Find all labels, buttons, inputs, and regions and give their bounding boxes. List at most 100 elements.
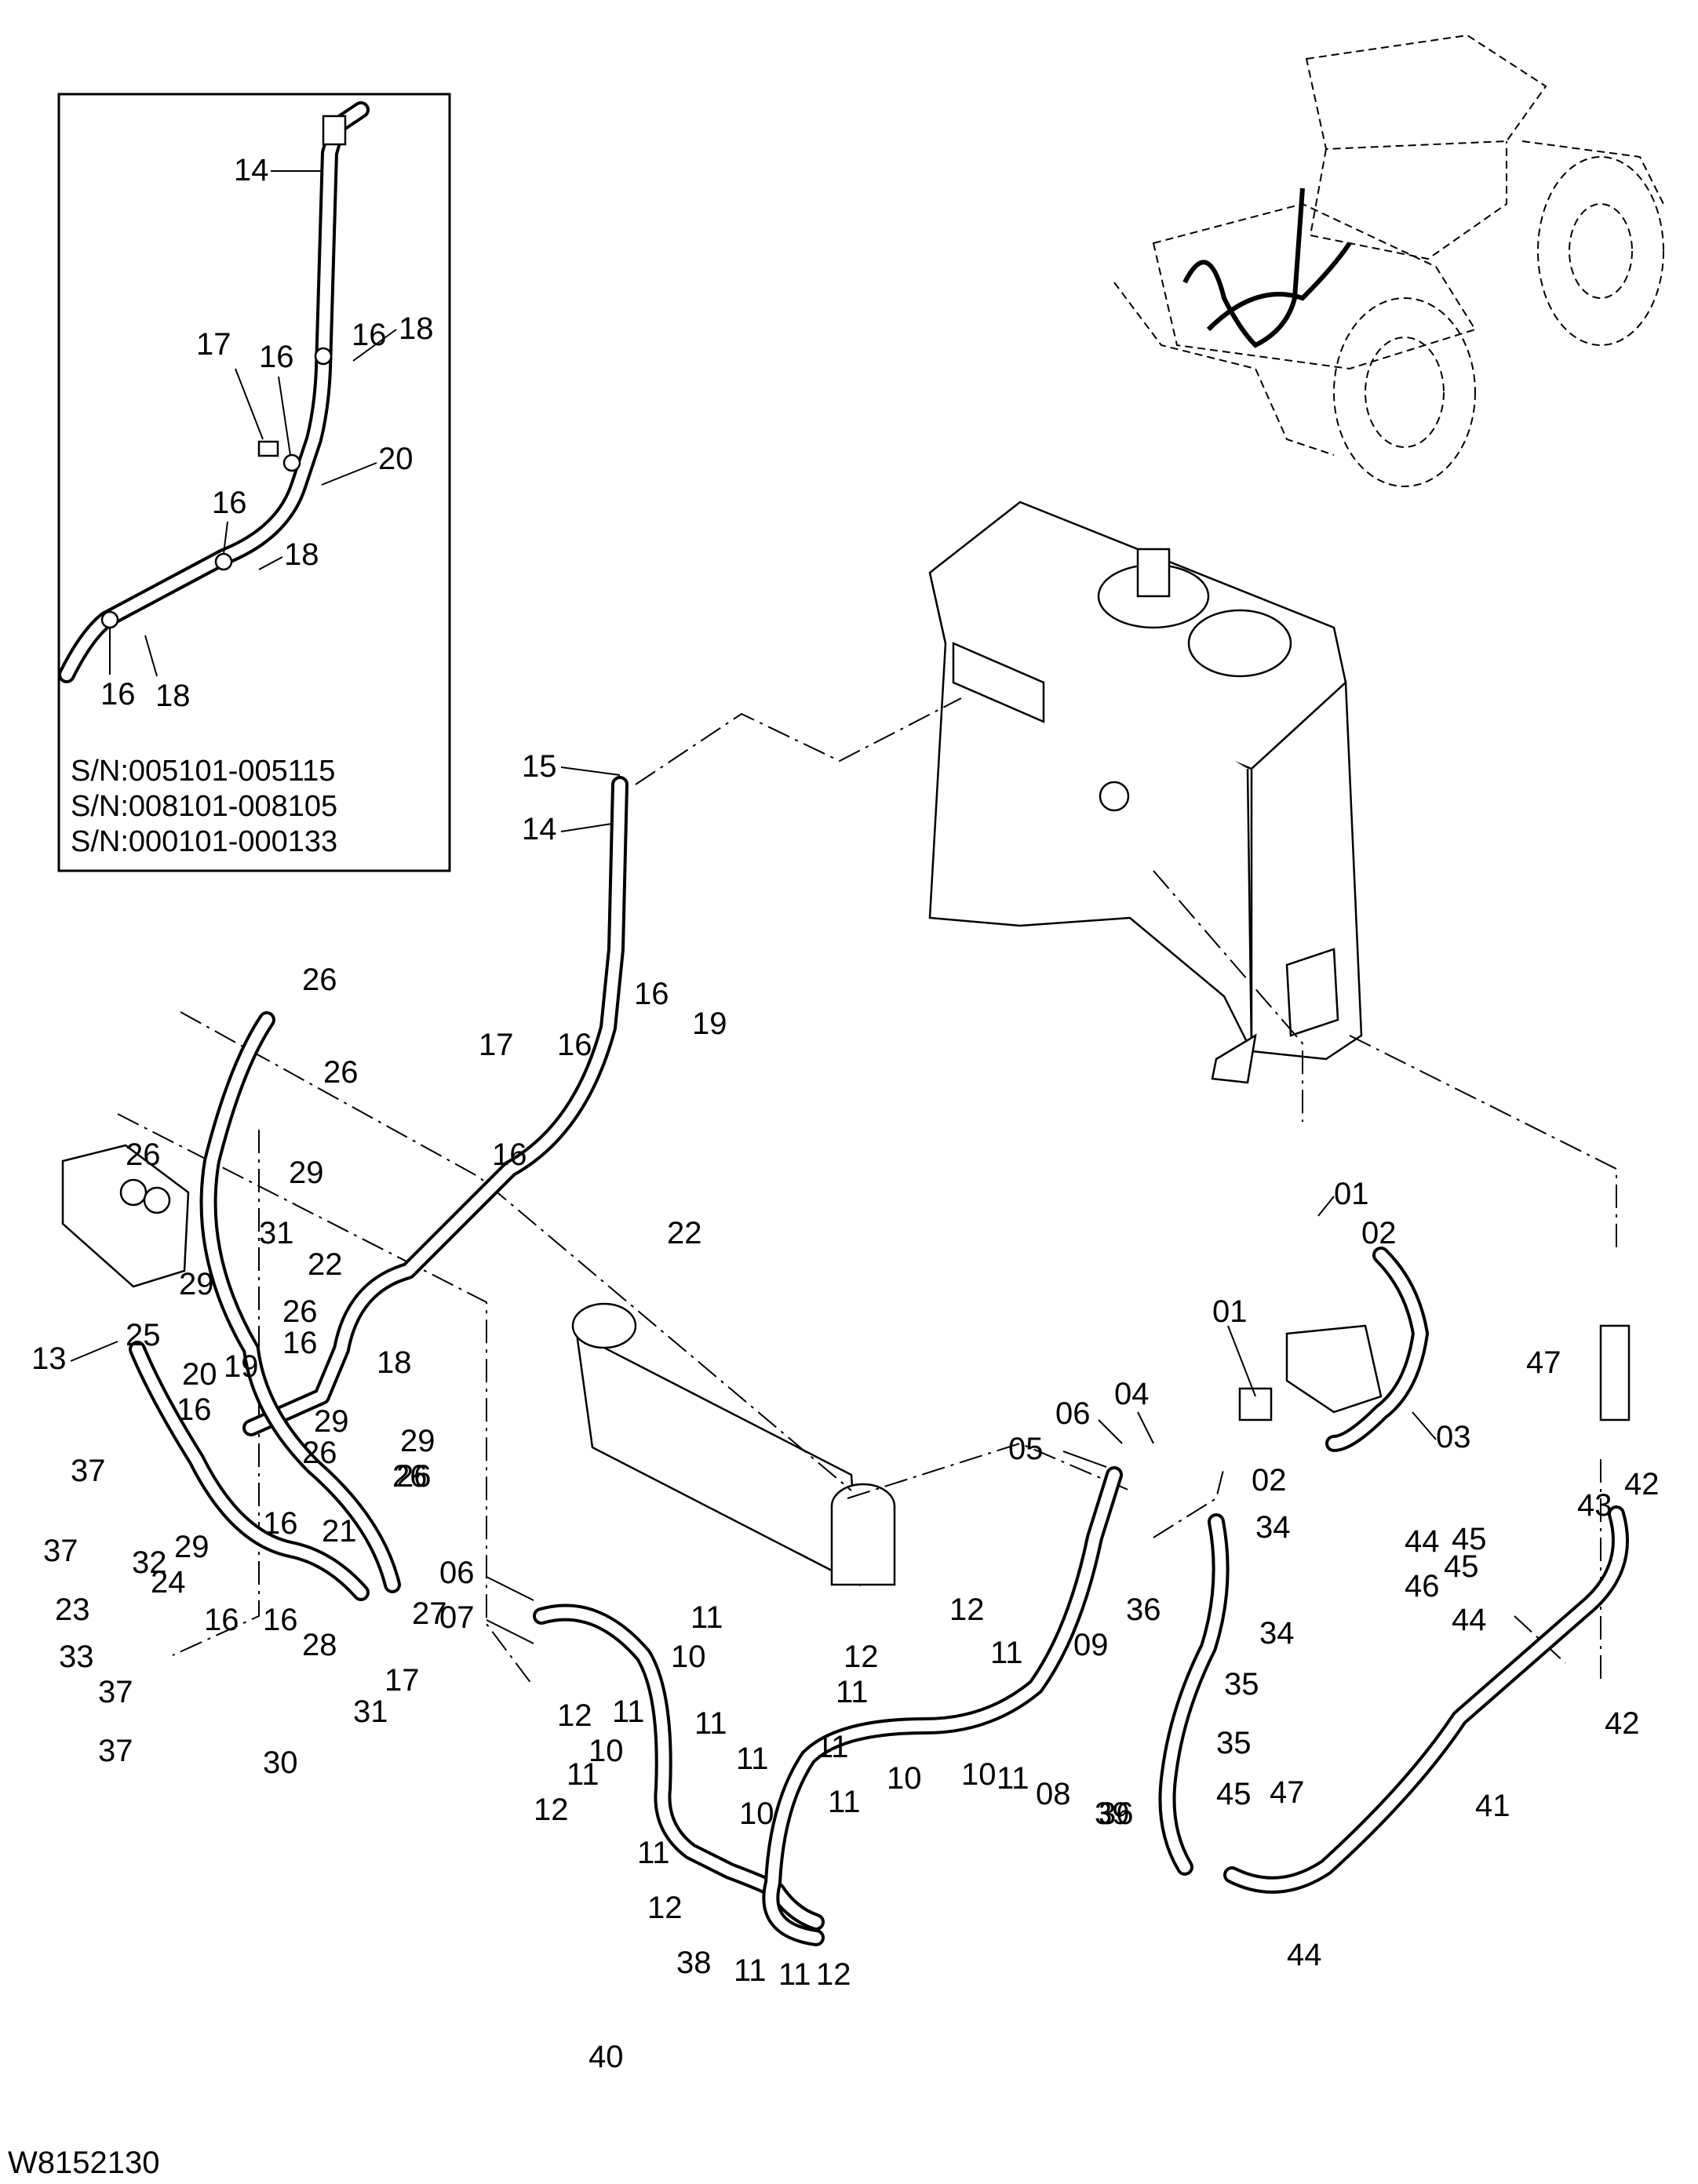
callout: 11 [828, 1785, 861, 1819]
callout: 31 [353, 1694, 388, 1729]
callout: 12 [647, 1891, 683, 1925]
callout: 26 [126, 1138, 161, 1172]
callout: 12 [949, 1592, 985, 1627]
callout: 37 [43, 1534, 78, 1568]
callout: 35 [1224, 1667, 1259, 1702]
callout: 47 [1270, 1775, 1305, 1810]
callout: 11 [734, 1953, 767, 1988]
callout: 03 [1436, 1420, 1471, 1454]
callout: 12 [816, 1957, 851, 1992]
callout: 12 [557, 1698, 592, 1733]
callout: 16 [212, 486, 247, 520]
callout: 11 [637, 1836, 670, 1870]
serial-range: S/N:005101-005115 [71, 755, 335, 788]
callout: 12 [534, 1793, 569, 1827]
callout: 45 [1444, 1549, 1479, 1584]
callout: 11 [612, 1694, 645, 1729]
callout: 11 [990, 1636, 1023, 1670]
callout: 30 [263, 1745, 298, 1780]
callout: 29 [314, 1404, 349, 1439]
callout: 31 [259, 1216, 294, 1250]
callout: 11 [816, 1730, 849, 1764]
callout: 01 [1212, 1294, 1248, 1329]
inset-clamp [282, 453, 301, 472]
callout: 11 [836, 1675, 869, 1709]
callout: 35 [1216, 1726, 1252, 1760]
callout: 32 [132, 1545, 167, 1580]
callout: 02 [1252, 1463, 1287, 1498]
callout: 42 [1624, 1467, 1660, 1502]
callout: 10 [739, 1796, 774, 1831]
callout: 13 [31, 1341, 67, 1376]
callout: 22 [667, 1216, 702, 1250]
callout: 16 [492, 1138, 527, 1172]
callout: 45 [1216, 1777, 1252, 1811]
callout: 18 [284, 537, 319, 572]
callout: 19 [692, 1006, 727, 1041]
inset-frame [57, 93, 451, 872]
inset-fitting [322, 115, 347, 146]
callout: 10 [671, 1640, 706, 1674]
control-valve [61, 1144, 190, 1288]
callout: 47 [1526, 1345, 1561, 1380]
callout: 06 [439, 1556, 475, 1590]
callout: 37 [98, 1734, 133, 1768]
callout: 16 [263, 1506, 298, 1541]
callout: 17 [479, 1028, 514, 1062]
callout: 16 [177, 1392, 212, 1427]
callout: 26 [282, 1294, 318, 1329]
machine-outline [1113, 34, 1664, 487]
callout: 29 [289, 1156, 324, 1190]
callout: 38 [676, 1946, 712, 1980]
tank-cover [1187, 609, 1292, 678]
callout: 11 [567, 1757, 599, 1792]
callout: 06 [1055, 1396, 1091, 1431]
callout: 10 [887, 1761, 922, 1796]
callout: 16 [557, 1028, 592, 1062]
callout: 10 [961, 1757, 997, 1792]
callout: 44 [1405, 1524, 1440, 1559]
callout: 40 [588, 2040, 624, 2074]
callout: 16 [263, 1603, 298, 1637]
callout: 01 [1334, 1177, 1369, 1211]
callout: 29 [174, 1530, 210, 1564]
callout: 28 [302, 1628, 337, 1662]
callout: 16 [100, 677, 136, 712]
callout: 44 [1287, 1938, 1322, 1972]
callout: 20 [182, 1357, 217, 1392]
callout: 16 [634, 977, 669, 1011]
callout: 11 [694, 1706, 727, 1741]
callout: 11 [690, 1600, 723, 1635]
callout: 33 [59, 1640, 94, 1674]
callout: 07 [439, 1600, 475, 1635]
callout: 37 [71, 1454, 106, 1488]
callout: 26 [392, 1459, 428, 1494]
callout: 42 [1605, 1706, 1640, 1741]
callout: 18 [377, 1345, 412, 1380]
sleeve [1599, 1324, 1631, 1421]
inset-clamp [100, 610, 119, 629]
callout: 39 [1095, 1796, 1130, 1831]
callout: 22 [308, 1247, 343, 1282]
callout: 15 [522, 749, 557, 784]
callout: 09 [1073, 1628, 1109, 1662]
pump [1238, 1324, 1383, 1421]
hydraulic-tank [928, 500, 1363, 1084]
callout: 10 [588, 1734, 624, 1768]
callout: 18 [155, 679, 191, 713]
callout: 19 [224, 1349, 259, 1384]
inset-spacer [257, 440, 279, 457]
callout: 14 [522, 812, 557, 846]
callout: 05 [1008, 1432, 1044, 1466]
callout: 04 [1114, 1377, 1150, 1411]
callout: 43 [1577, 1488, 1612, 1523]
callout: 29 [179, 1267, 214, 1301]
callout: 16 [204, 1603, 239, 1637]
callout: 37 [98, 1675, 133, 1709]
callouts: 01 02 01 02 03 04 05 06 06 07 08 09 10 1… [31, 749, 1660, 2074]
callout: 45 [1452, 1522, 1487, 1556]
callout: 26 [302, 1436, 337, 1470]
oil-cooler [571, 1302, 896, 1587]
callout: 14 [234, 153, 269, 187]
